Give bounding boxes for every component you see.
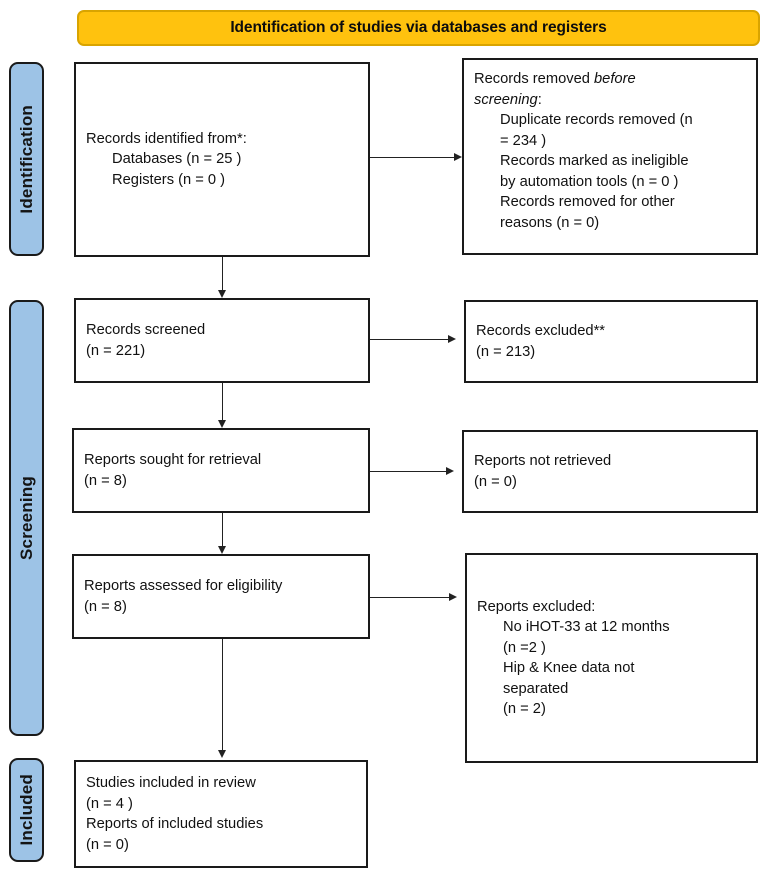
box-reports-excluded-lines: Reports excluded: No iHOT-33 at 12 month… [467, 597, 756, 720]
line-other-reasons-count: reasons (n = 0) [500, 214, 600, 231]
line-databases-count: Databases (n = 25 ) [112, 151, 242, 168]
box-reports-assessed-for-eligibility: Reports assessed for eligibility (n = 8) [72, 554, 370, 639]
box-records-excluded-lines: Records excluded** (n = 213) [466, 321, 756, 362]
text-before-italic: before [594, 71, 636, 87]
line-reports-sought: Reports sought for retrieval [84, 452, 262, 468]
phase-label-identification: Identification [16, 104, 36, 214]
line-reports-assessed: Reports assessed for eligibility [84, 578, 283, 594]
line-no-ihot33-12-months: No iHOT-33 at 12 months [503, 619, 670, 635]
arrowhead-sought-to-not-retrieved [446, 466, 454, 475]
phase-label-screening: Screening [16, 476, 36, 560]
banner-title: Identification of studies via databases … [230, 19, 607, 36]
line-screening-italic: screening: [474, 90, 746, 111]
arrowhead-sought-to-assessed [217, 546, 226, 554]
text-screening-italic: screening [474, 91, 538, 108]
box-studies-included-lines: Studies included in review (n = 4 ) Repo… [76, 773, 366, 855]
connector-sought-to-not-retrieved [370, 471, 446, 472]
box-reports-assessed-lines: Reports assessed for eligibility (n = 8) [74, 576, 368, 617]
line-reports-not-retrieved: Reports not retrieved [474, 453, 612, 469]
line-studies-included-count: (n = 4 ) [86, 795, 133, 812]
connector-sought-to-assessed [222, 513, 223, 546]
line-duplicate-records-removed: Duplicate records removed (n [500, 112, 693, 128]
line-records-screened-count: (n = 221) [86, 342, 146, 359]
line-registers-count: Registers (n = 0 ) [112, 171, 226, 188]
arrowhead-assessed-to-reports-excluded [449, 592, 457, 601]
box-studies-included-in-review: Studies included in review (n = 4 ) Repo… [74, 760, 368, 868]
arrowhead-screened-to-sought [217, 420, 226, 428]
phase-bar-identification: Identification [9, 62, 44, 256]
box-records-identified: Records identified from*: Databases (n =… [74, 62, 370, 257]
box-records-screened: Records screened (n = 221) [74, 298, 370, 383]
line-duplicate-count: = 234 ) [500, 132, 547, 149]
line-reports-excluded-title: Reports excluded: [477, 598, 596, 615]
box-reports-excluded: Reports excluded: No iHOT-33 at 12 month… [465, 553, 758, 763]
arrowhead-identified-to-removed [454, 152, 462, 161]
box-reports-sought-lines: Reports sought for retrieval (n = 8) [74, 450, 368, 491]
box-records-screened-lines: Records screened (n = 221) [76, 320, 368, 361]
line-records-excluded-count: (n = 213) [476, 343, 536, 360]
connector-identified-to-removed [370, 157, 454, 158]
box-records-excluded: Records excluded** (n = 213) [464, 300, 758, 383]
line-records-identified-from: Records identified from*: [86, 130, 247, 147]
line-reports-not-retrieved-count: (n = 0) [474, 473, 517, 490]
line-reports-assessed-count: (n = 8) [84, 598, 127, 615]
arrowhead-assessed-to-included [217, 750, 226, 758]
line-automation-tools-count: by automation tools (n = 0 ) [500, 173, 679, 190]
line-hip-knee-not: Hip & Knee data not [503, 660, 635, 676]
phase-label-included: Included [16, 774, 36, 846]
connector-screened-to-excluded [370, 339, 448, 340]
box-reports-not-retrieved: Reports not retrieved (n = 0) [462, 430, 758, 513]
connector-assessed-to-included [222, 639, 223, 750]
text-colon: : [537, 91, 542, 108]
line-studies-included: Studies included in review [86, 775, 256, 791]
line-records-marked-ineligible: Records marked as ineligible [500, 153, 689, 169]
box-records-identified-lines: Records identified from*: Databases (n =… [76, 129, 368, 191]
connector-identified-to-screened [222, 257, 223, 290]
banner-identification-via-databases: Identification of studies via databases … [77, 10, 760, 46]
line-separated: separated [503, 680, 569, 697]
arrowhead-identified-to-screened [217, 290, 226, 298]
phase-bar-included: Included [9, 758, 44, 862]
line-reports-sought-count: (n = 8) [84, 472, 127, 489]
line-records-excluded: Records excluded** [476, 323, 605, 339]
line-records-removed-before: Records removed before [474, 69, 746, 90]
connector-screened-to-sought [222, 383, 223, 420]
box-reports-sought-for-retrieval: Reports sought for retrieval (n = 8) [72, 428, 370, 513]
line-records-screened: Records screened [86, 322, 206, 338]
box-records-removed-before-screening: Records removed before screening: Duplic… [462, 58, 758, 255]
line-no-ihot33-count: (n =2 ) [503, 639, 546, 656]
text-records-removed: Records removed [474, 71, 594, 87]
line-reports-included-count: (n = 0) [86, 836, 129, 853]
connector-assessed-to-reports-excluded [370, 597, 449, 598]
line-hip-knee-count: (n = 2) [503, 701, 546, 717]
phase-bar-screening: Screening [9, 300, 44, 736]
box-reports-not-retrieved-lines: Reports not retrieved (n = 0) [464, 451, 756, 492]
arrowhead-screened-to-excluded [448, 334, 456, 343]
box-records-removed-lines: Records removed before screening: Duplic… [464, 60, 756, 233]
line-reports-of-included: Reports of included studies [86, 816, 264, 832]
line-records-removed-other: Records removed for other [500, 194, 675, 210]
